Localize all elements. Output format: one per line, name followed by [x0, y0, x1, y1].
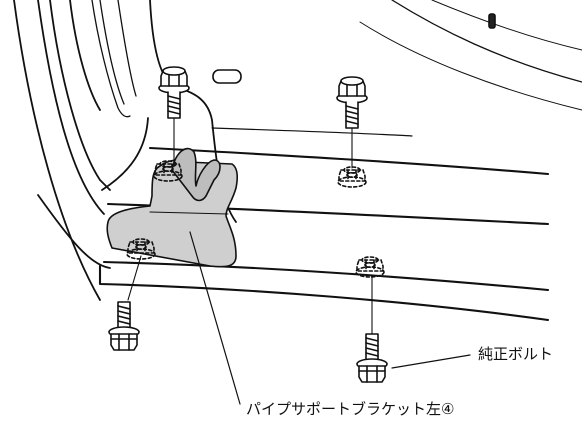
leader-lines — [189, 231, 471, 405]
vehicle-body-panel — [359, 0, 582, 111]
bolt-axis-lines — [127, 117, 373, 335]
slot-hole-icon — [212, 69, 242, 84]
pipe-support-bracket-part — [106, 147, 238, 268]
frame-side-member — [13, 0, 237, 301]
label-pipe-support-bracket: パイプサポートブラケット左④ — [246, 400, 455, 418]
label-genuine-bolt: 純正ボルト — [478, 345, 554, 363]
small-fastener-icon — [488, 13, 496, 29]
